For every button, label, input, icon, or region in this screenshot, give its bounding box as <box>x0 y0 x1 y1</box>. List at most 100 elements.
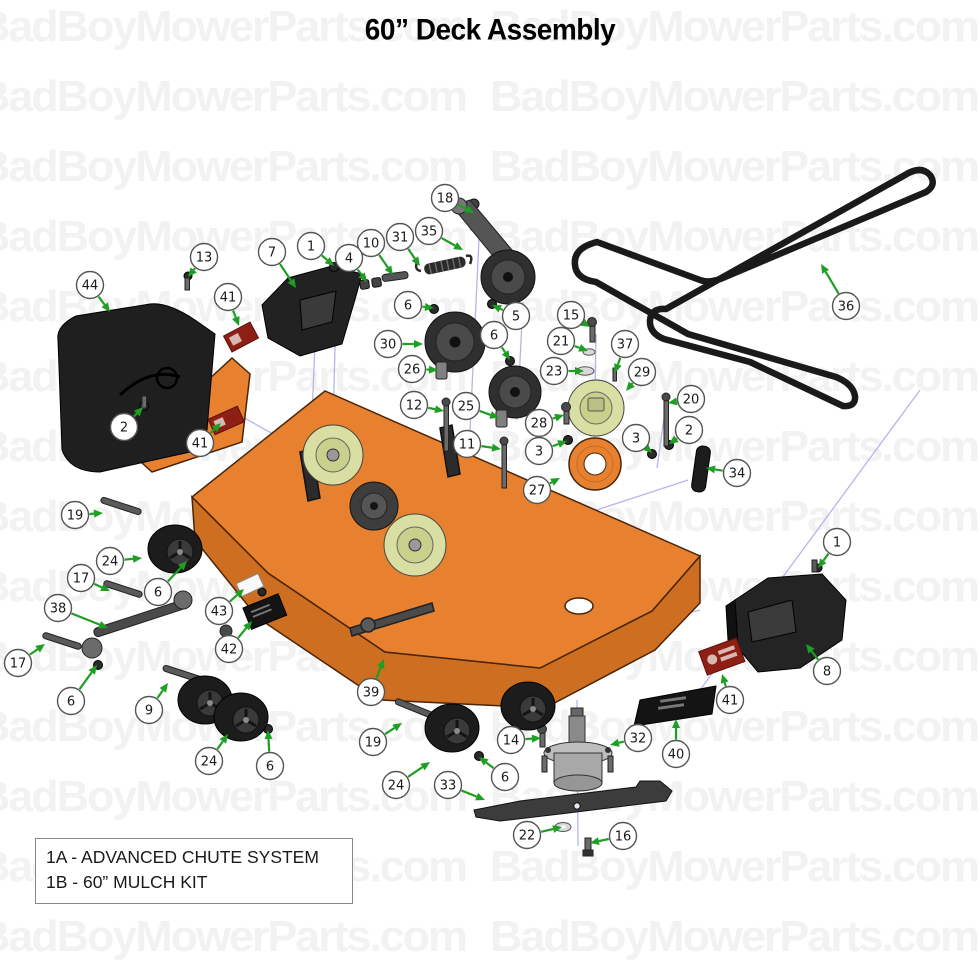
legend-line-1b: 1B - 60” MULCH KIT <box>46 871 208 892</box>
callout-6: 6 <box>56 665 97 716</box>
callout-7: 7 <box>257 237 296 288</box>
callout-20: 20 <box>668 384 706 414</box>
callout-30: 30 <box>373 329 423 359</box>
svg-text:16: 16 <box>615 830 632 845</box>
svg-text:34: 34 <box>729 467 746 482</box>
wheels-illustration <box>147 524 556 753</box>
callout-25: 25 <box>451 391 499 421</box>
callout-17: 17 <box>3 644 45 678</box>
callout-34: 34 <box>706 458 752 488</box>
svg-text:1: 1 <box>833 536 841 551</box>
svg-text:28: 28 <box>531 417 548 432</box>
svg-text:22: 22 <box>519 829 536 844</box>
callout-42: 42 <box>214 621 252 664</box>
callout-41: 41 <box>185 423 221 458</box>
callout-31: 31 <box>385 222 420 266</box>
callout-29: 29 <box>626 357 657 391</box>
svg-text:43: 43 <box>211 605 228 620</box>
callout-6: 6 <box>479 757 520 792</box>
callout-3: 3 <box>524 436 567 466</box>
svg-text:37: 37 <box>617 338 634 353</box>
svg-text:19: 19 <box>67 509 84 524</box>
svg-text:33: 33 <box>440 779 457 794</box>
callout-14: 14 <box>496 725 541 755</box>
callout-8: 8 <box>806 644 842 686</box>
svg-text:6: 6 <box>266 760 274 775</box>
callout-12: 12 <box>399 390 444 420</box>
svg-text:2: 2 <box>120 421 128 436</box>
idler-pulleys-illustration <box>424 311 625 437</box>
svg-text:10: 10 <box>363 237 380 252</box>
callout-24: 24 <box>194 734 228 776</box>
svg-text:25: 25 <box>458 400 475 415</box>
svg-text:17: 17 <box>10 657 27 672</box>
callout-32: 32 <box>610 723 653 753</box>
callout-3: 3 <box>621 423 652 453</box>
callout-19: 19 <box>358 723 402 757</box>
callout-9: 9 <box>134 683 168 725</box>
anti-scalp-wheel-illustration <box>147 524 203 574</box>
callout-22: 22 <box>512 820 562 850</box>
drive-belt-illustration <box>571 166 936 410</box>
callout-17: 17 <box>66 563 110 593</box>
reinforcement-ring-illustration <box>568 437 622 491</box>
anti-scalp-wheel-illustration <box>213 692 269 742</box>
svg-text:26: 26 <box>404 363 421 378</box>
front-chute-illustration <box>261 265 363 357</box>
svg-text:21: 21 <box>553 335 570 350</box>
callout-40: 40 <box>661 719 691 769</box>
callout-6: 6 <box>143 561 187 607</box>
svg-text:38: 38 <box>50 602 67 617</box>
svg-text:41: 41 <box>192 437 209 452</box>
svg-text:35: 35 <box>421 225 438 240</box>
svg-text:24: 24 <box>201 755 218 770</box>
callout-38: 38 <box>43 593 108 629</box>
svg-text:18: 18 <box>437 192 454 207</box>
anti-scalp-wheel-illustration <box>500 681 556 731</box>
callout-18: 18 <box>430 183 474 213</box>
svg-text:9: 9 <box>145 704 153 719</box>
legend-box: 1A - ADVANCED CHUTE SYSTEM 1B - 60” MULC… <box>35 838 353 904</box>
svg-text:41: 41 <box>722 694 739 709</box>
svg-text:6: 6 <box>490 329 498 344</box>
callout-19: 19 <box>60 500 103 530</box>
svg-text:23: 23 <box>546 365 563 380</box>
svg-text:24: 24 <box>102 555 119 570</box>
svg-text:31: 31 <box>392 231 409 246</box>
svg-text:12: 12 <box>406 399 423 414</box>
svg-text:14: 14 <box>503 734 520 749</box>
svg-text:1: 1 <box>307 240 315 255</box>
callout-35: 35 <box>414 216 463 250</box>
svg-text:11: 11 <box>459 438 476 453</box>
svg-text:6: 6 <box>501 771 509 786</box>
svg-text:15: 15 <box>563 309 580 324</box>
callout-21: 21 <box>546 326 588 356</box>
svg-text:40: 40 <box>668 748 685 763</box>
callout-24: 24 <box>381 762 430 800</box>
callout-26: 26 <box>397 354 438 384</box>
svg-text:7: 7 <box>268 246 276 261</box>
callout-6: 6 <box>393 290 434 320</box>
spring-illustration <box>329 254 473 290</box>
svg-text:29: 29 <box>634 366 651 381</box>
legend-line-1a: 1A - ADVANCED CHUTE SYSTEM <box>46 847 319 867</box>
rear-chute-illustration <box>725 573 847 673</box>
callout-6: 6 <box>479 320 510 360</box>
blade-illustration <box>473 780 673 829</box>
callout-2: 2 <box>109 407 143 442</box>
svg-text:3: 3 <box>632 432 640 447</box>
callout-4: 4 <box>334 243 367 282</box>
callout-6: 6 <box>255 730 285 781</box>
deck-spindle-pulleys <box>302 424 447 577</box>
chute-strap-illustration <box>691 445 711 493</box>
spindle-assembly-illustration <box>541 707 614 792</box>
svg-text:41: 41 <box>220 291 237 306</box>
callout-41: 41 <box>213 282 243 326</box>
callout-2: 2 <box>669 415 704 445</box>
callout-43: 43 <box>204 589 244 626</box>
svg-text:39: 39 <box>363 686 380 701</box>
callout-1: 1 <box>296 231 334 266</box>
